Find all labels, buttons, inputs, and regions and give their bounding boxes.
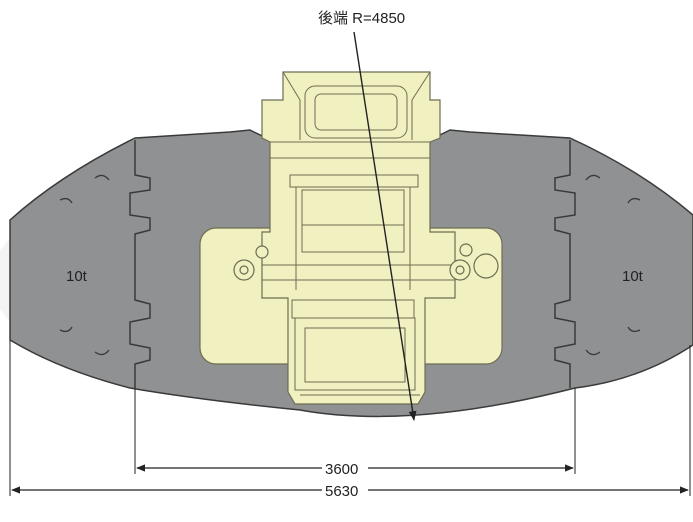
left-weight-label: 10t <box>66 268 88 285</box>
machine-structure-lines <box>262 71 455 396</box>
inner-dimension-label: 3600 <box>325 461 358 478</box>
machine-upper-body <box>261 71 456 405</box>
right-reel <box>449 243 499 281</box>
right-weight-label: 10t <box>622 268 644 285</box>
rear-radius-leader <box>353 31 417 421</box>
left-hooks <box>59 174 110 356</box>
outer-dimension-label: 5630 <box>325 483 358 500</box>
rear-radius-label: 後端 R=4850 <box>318 10 405 27</box>
left-reel <box>233 245 269 281</box>
left-block-joint <box>129 140 151 388</box>
right-block-joint <box>554 140 576 388</box>
right-hooks <box>585 174 641 356</box>
